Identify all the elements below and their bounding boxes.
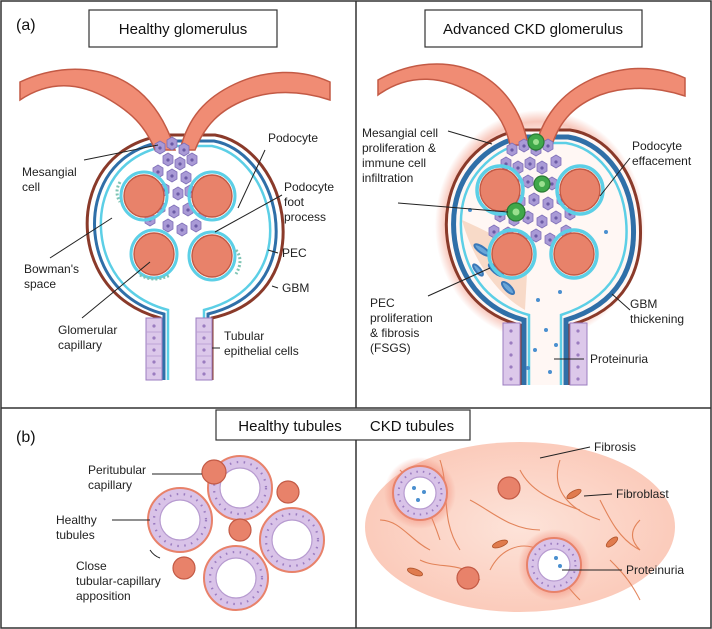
- ckd-pec-fibrosis-label: PEC proliferation & fibrosis (FSGS): [370, 296, 436, 355]
- gbm-label: GBM: [282, 281, 309, 295]
- ckd-glomerulus: [377, 63, 686, 386]
- healthy-tubules-label: Healthy tubules: [56, 513, 100, 542]
- ckd-tubule-leaders: [539, 446, 622, 571]
- panel-a-tag: (a): [16, 17, 36, 34]
- ckd-tubules: [365, 442, 675, 612]
- ckd-podocyte-effacement-label: Podocyte effacement: [632, 139, 692, 168]
- mesangial-cell-label: Mesangial cell: [22, 165, 80, 194]
- healthy-glom-title: Healthy glomerulus: [119, 21, 247, 38]
- tubular-epithelial-label: Tubular epithelial cells: [224, 329, 299, 358]
- peritubular-capillary-label: Peritubular capillary: [88, 463, 149, 492]
- ckd-glom-leaders: [397, 130, 631, 360]
- tubules-title-box: [215, 409, 471, 441]
- podocyte-foot-label: Podocyte foot process: [284, 180, 337, 224]
- ckd-mesangial-label: Mesangial cell proliferation & immune ce…: [362, 126, 441, 185]
- healthy-tubules: [146, 454, 326, 612]
- ckd-gbm-thickening-label: GBM thickening: [630, 297, 684, 326]
- ckd-glom-title-box: [424, 9, 643, 48]
- ckd-tubules-title: CKD tubules: [370, 418, 454, 435]
- ckd-glom-title: Advanced CKD glomerulus: [443, 21, 623, 38]
- bowmans-space-label: Bowman's space: [24, 262, 82, 291]
- pec-label: PEC: [282, 246, 307, 260]
- panel-b-tag: (b): [16, 429, 36, 446]
- ckd-tubule-proteinuria-label: Proteinuria: [626, 563, 684, 577]
- healthy-tubules-title: Healthy tubules: [238, 418, 341, 435]
- healthy-glom-title-box: [88, 9, 278, 48]
- healthy-glomerulus: [19, 68, 331, 381]
- fibroblast-label: Fibroblast: [616, 487, 669, 501]
- fibrosis-label: Fibrosis: [594, 440, 636, 454]
- healthy-tubule-leaders: [112, 473, 202, 559]
- podocyte-label: Podocyte: [268, 131, 318, 145]
- close-apposition-label: Close tubular-capillary apposition: [76, 559, 164, 603]
- ckd-proteinuria-label: Proteinuria: [590, 352, 648, 366]
- healthy-glom-leaders: [49, 144, 283, 349]
- glomerular-capillary-label: Glomerular capillary: [58, 323, 121, 352]
